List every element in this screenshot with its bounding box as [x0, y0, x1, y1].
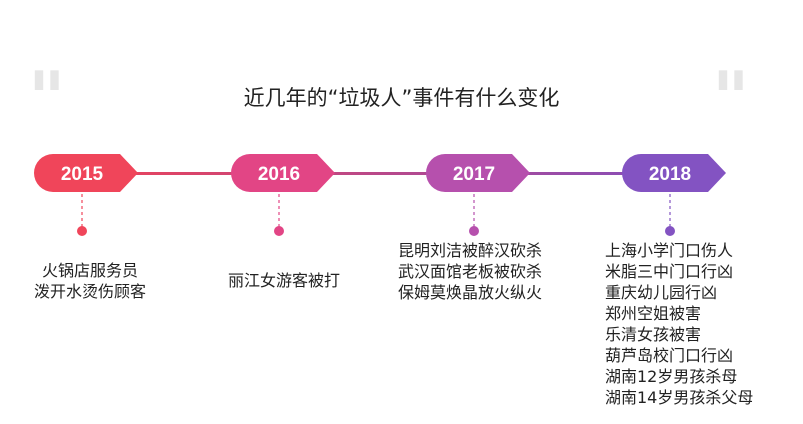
event-item: 上海小学门口伤人 — [605, 241, 734, 260]
timeline-axis-line — [70, 172, 710, 175]
event-item: 湖南14岁男孩杀父母 — [605, 388, 754, 407]
year-badge-2016 — [231, 154, 335, 192]
events-2018: 上海小学门口伤人米脂三中门口行凶重庆幼儿园行凶郑州空姐被害乐清女孩被害葫芦岛校门… — [605, 240, 753, 408]
event-item: 武汉面馆老板被砍杀 — [398, 262, 543, 281]
year-badge-2017 — [426, 154, 530, 192]
event-item: 保姆莫焕晶放火纵火 — [398, 283, 543, 302]
event-item: 葫芦岛校门口行凶 — [605, 346, 734, 365]
year-label-2016: 2016 — [258, 164, 300, 185]
event-dot-2016 — [274, 226, 284, 236]
event-item: 米脂三中门口行凶 — [605, 262, 734, 281]
event-item: 丽江女游客被打 — [227, 271, 340, 290]
event-item: 火锅店服务员 — [41, 261, 138, 280]
events-2015: 火锅店服务员泼开水烫伤顾客 — [24, 260, 156, 302]
event-item: 湖南12岁男孩杀母 — [605, 367, 738, 386]
events-2017: 昆明刘洁被醉汉砍杀武汉面馆老板被砍杀保姆莫焕晶放火纵火 — [398, 240, 542, 303]
event-dot-2018 — [665, 226, 675, 236]
year-label-2017: 2017 — [453, 164, 495, 185]
decorative-quote-left: " — [28, 55, 66, 140]
year-label-2018: 2018 — [649, 164, 691, 185]
page-title: 近几年的“垃圾人”事件有什么变化 — [243, 86, 560, 110]
event-item: 昆明刘洁被醉汉砍杀 — [398, 241, 543, 260]
event-dot-2017 — [469, 226, 479, 236]
event-item: 乐清女孩被害 — [605, 325, 702, 344]
year-badge-2018 — [622, 154, 726, 192]
events-2016: 丽江女游客被打 — [210, 270, 358, 291]
event-dot-2015 — [77, 226, 87, 236]
event-item: 郑州空姐被害 — [605, 304, 702, 323]
decorative-quote-right: " — [712, 55, 750, 140]
event-item: 泼开水烫伤顾客 — [33, 282, 146, 301]
event-item: 重庆幼儿园行凶 — [605, 283, 718, 302]
year-badge-2015 — [34, 154, 138, 192]
year-label-2015: 2015 — [61, 164, 104, 185]
